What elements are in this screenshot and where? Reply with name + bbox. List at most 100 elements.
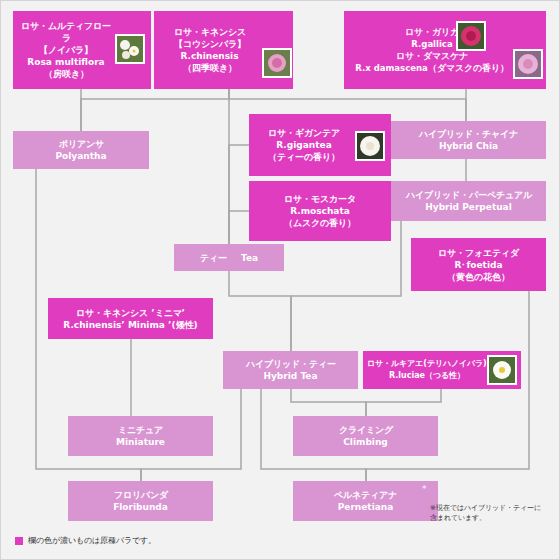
- node-text: Rosa multiflora: [27, 56, 104, 68]
- node-text: ティー: [200, 252, 227, 264]
- node-text: R.gallica: [411, 38, 452, 50]
- rose-class-box: ハイブリッド・ティーHybrid Tea: [223, 351, 358, 389]
- species-rose-box: ロサ・ムルティフローラ【ノイバラ】Rosa multiflora（房咲き）: [13, 11, 151, 89]
- node-text: R.luciae（つる性）: [389, 370, 465, 382]
- rose-photo: [262, 48, 292, 78]
- species-rose-box: ロサ・ルキアエ(テリハノイバラ)R.luciae（つる性）: [363, 351, 521, 389]
- node-text: Floribunda: [113, 501, 168, 513]
- node-text: 【コウシンバラ】: [174, 38, 246, 50]
- legend-text: 欄の色が濃いものは原種バラです。: [28, 536, 156, 546]
- node-text: ロサ・キネンシス: [174, 26, 246, 38]
- rose-class-box: クライミングClimbing: [293, 416, 438, 456]
- photo-frame: [513, 49, 543, 79]
- node-text: R.chinensis’ Minima ’(矮性): [63, 319, 197, 331]
- photo-background: [117, 36, 143, 62]
- node-text: ロサ・ムルティフローラ: [17, 20, 115, 44]
- photo-frame: [355, 131, 385, 161]
- node-text: R.chinensis: [180, 50, 238, 62]
- node-text: ロサ・ダマスケナ: [396, 50, 468, 62]
- node-text: R.moschata: [290, 205, 350, 217]
- footnote-text: ※現在ではハイブリッド・ティーに含まれています。: [430, 503, 542, 523]
- node-text: ポリアンサ: [59, 138, 104, 150]
- photo-frame: [487, 355, 517, 385]
- rose-flower: [129, 46, 139, 56]
- rose-photo: [487, 355, 517, 385]
- node-text: （黄色の花色）: [447, 271, 510, 283]
- legend-swatch: [15, 537, 23, 545]
- rose-flower: [523, 59, 533, 69]
- lineage-line: [229, 211, 249, 244]
- lineage-line: [465, 159, 467, 181]
- rose-class-box: ハイブリッド・チャイナHybrid Chia: [391, 121, 546, 159]
- node-text: Climbing: [343, 436, 388, 448]
- lineage-line: [291, 389, 366, 416]
- species-rose-box: ロサ・フォエティダR･foetida（黄色の花色）: [411, 238, 546, 291]
- rose-flower: [466, 31, 476, 41]
- rose-class-box: ポリアンサPolyantha: [13, 131, 149, 169]
- photo-background: [458, 23, 484, 49]
- rose-class-box: ティーTea: [174, 244, 284, 271]
- lineage-line: [465, 89, 467, 121]
- lineage-line: [130, 339, 132, 416]
- node-text: Polyantha: [56, 150, 107, 162]
- lineage-line: [81, 89, 229, 131]
- node-text: R.x damascena（ダマスクの香り）: [355, 62, 508, 74]
- node-text: （房咲き）: [44, 68, 89, 80]
- node-text: ロサ・ルキアエ(テリハノイバラ): [367, 358, 486, 370]
- rose-class-box: ペルネティアナPernetiana: [293, 481, 438, 521]
- flower-center: [133, 50, 136, 53]
- rose-class-box: ミニチュアMiniature: [68, 416, 213, 456]
- node-text: 【ノイバラ】: [39, 44, 93, 56]
- node-text: Hybrid Tea: [263, 370, 317, 382]
- node-text: （四季咲き）: [183, 62, 237, 74]
- flower-center: [499, 367, 505, 373]
- node-text: ロサ・ギガンテア: [268, 127, 340, 139]
- rose-flower: [360, 136, 380, 156]
- node-text: Hybrid Chia: [439, 140, 498, 152]
- node-text: （ティーの香り）: [268, 151, 340, 163]
- node-text: Pernetiana: [338, 501, 394, 513]
- species-rose-box: ロサ・ギガンテアR.gigantea（ティーの香り）: [249, 114, 391, 176]
- species-rose-box: ロサ・キネンシス【コウシンバラ】R.chinensis（四季咲き）: [154, 11, 293, 89]
- node-text: ハイブリッド・チャイナ: [419, 128, 518, 140]
- photo-background: [264, 50, 290, 76]
- rose-flower: [518, 54, 538, 74]
- node-text: ハイブリッド・ティー: [246, 358, 336, 370]
- rose-flower: [493, 361, 511, 379]
- rose-class-box: ハイブリッド・パーペチュアルHybrid Perpetual: [391, 181, 546, 221]
- rose-flower: [268, 54, 286, 72]
- species-rose-box: ロサ・キネンシス ’ミニマ’R.chinensis’ Minima ’(矮性): [48, 298, 213, 339]
- node-text: ロサ・ガリカ: [405, 26, 459, 38]
- rose-flower: [120, 40, 130, 50]
- lineage-line: [229, 271, 291, 351]
- node-text: ロサ・キネンシス ’ミニマ’: [76, 307, 185, 319]
- node-text: R.gigantea: [276, 139, 331, 151]
- rose-photo: [456, 21, 486, 51]
- rose-photo: [513, 49, 543, 79]
- photo-frame: [115, 34, 145, 64]
- node-text: クライミング: [339, 424, 393, 436]
- photo-background: [515, 51, 541, 77]
- node-text: ペルネティアナ: [334, 489, 397, 501]
- rose-photo: [355, 131, 385, 161]
- rose-flower: [122, 51, 130, 59]
- node-text: R･foetida: [454, 259, 502, 271]
- lineage-line: [366, 389, 441, 416]
- node-text: フロリバンダ: [114, 489, 168, 501]
- photo-background: [489, 357, 515, 383]
- node-text: ロサ・フォエティダ: [438, 247, 519, 259]
- rose-photo: [115, 34, 145, 64]
- rose-flower: [272, 58, 282, 68]
- photo-frame: [262, 48, 292, 78]
- node-text: Miniature: [116, 436, 165, 448]
- node-text: ロサ・モスカータ: [284, 193, 356, 205]
- node-text: （ムスクの香り）: [284, 217, 356, 229]
- rose-flower: [366, 142, 374, 150]
- legend-item: 欄の色が濃いものは原種バラです。: [15, 536, 156, 546]
- species-rose-box: ロサ・ガリカR.gallicaロサ・ダマスケナR.x damascena（ダマス…: [344, 11, 546, 89]
- photo-background: [357, 133, 383, 159]
- photo-frame: [456, 21, 486, 51]
- rose-class-box: フロリバンダFloribunda: [68, 481, 213, 521]
